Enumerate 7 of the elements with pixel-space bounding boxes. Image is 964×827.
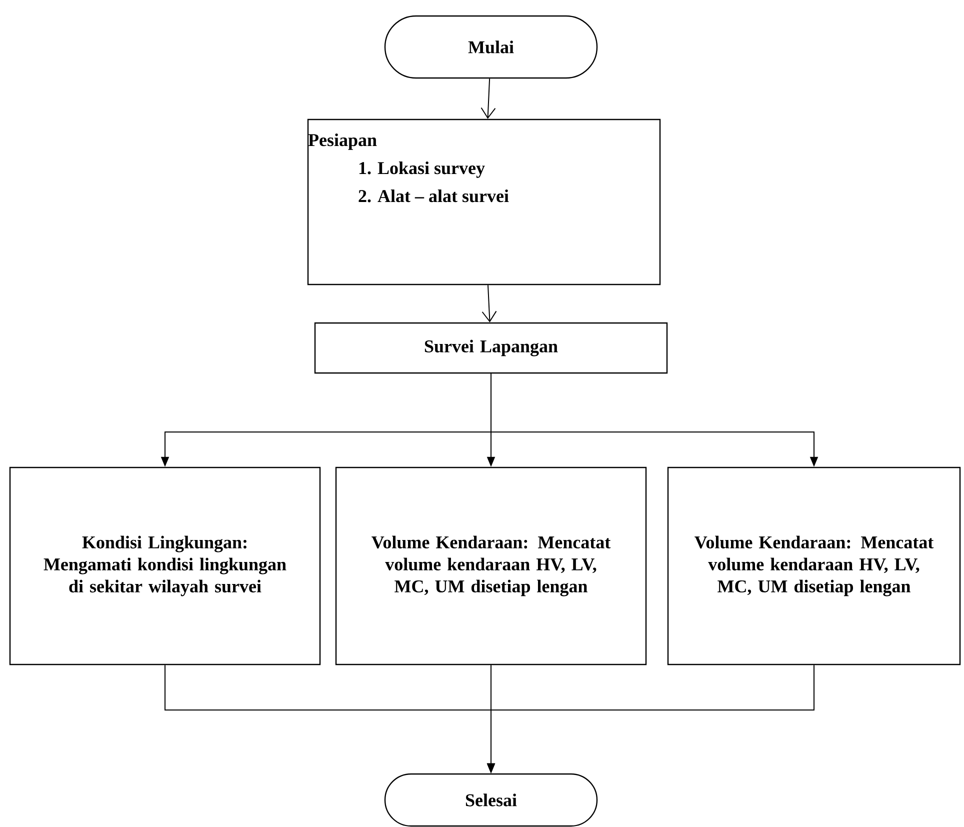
- process-box: Survei Lapangan: [314, 322, 668, 374]
- process-box: Pesiapan 1. Lokasi survey 2. Alat – alat survei: [307, 118, 661, 286]
- process-box: Volume Kendaraan: Mencatat volume kendaraan HV, LV, MC, UM disetiap lengan: [335, 466, 647, 666]
- arrow: [480, 78, 496, 119]
- process-box: Volume Kendaraan: Mencatat volume kendaraan HV, LV, MC, UM disetiap lengan: [667, 466, 961, 666]
- arrow: [482, 284, 497, 322]
- process-box: Kondisi Lingkungan: Mengamati kondisi lingkungan di sekitar wilayah survei: [9, 466, 321, 666]
